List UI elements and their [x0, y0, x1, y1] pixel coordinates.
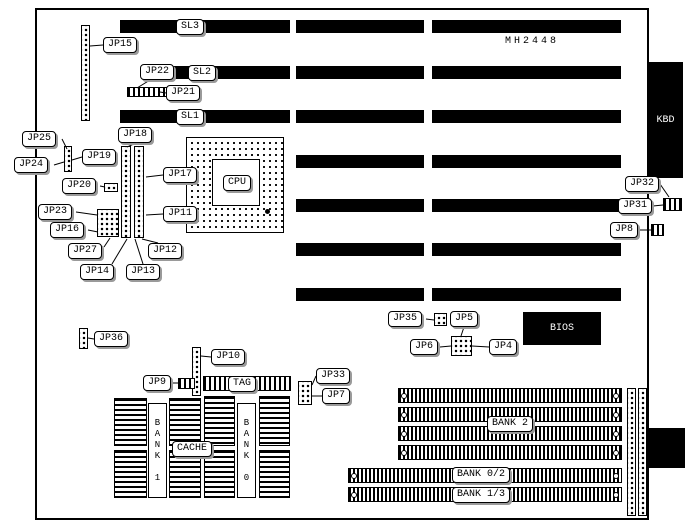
cache-chip	[259, 450, 290, 498]
pin-header-jp21	[127, 87, 170, 97]
expansion-slot	[296, 20, 424, 33]
pin-header-jp10	[192, 347, 201, 396]
simm-socket	[398, 388, 622, 403]
pin-header-jp24-jp25	[64, 146, 72, 172]
tag-ram-label: TAG	[228, 376, 257, 392]
board-model-text: MH2448	[505, 36, 560, 47]
jumper-block-jp20	[104, 183, 118, 192]
jumper-label-jp32: JP32	[625, 176, 660, 192]
jumper-label-jp9: JP9	[143, 375, 172, 391]
cache-chip	[204, 450, 235, 498]
jumper-block-jp8	[651, 224, 664, 236]
expansion-slot	[296, 243, 424, 256]
expansion-slot	[432, 66, 621, 79]
jumper-array-left	[121, 146, 131, 238]
jumper-label-jp4: JP4	[489, 339, 518, 355]
power-connector	[648, 428, 685, 468]
memory-bank13-label: BANK 1/3	[452, 487, 511, 503]
slot-sl3-label: SL3	[176, 19, 205, 35]
jumper-label-jp20: JP20	[62, 178, 97, 194]
jumper-block-jp23-jp16	[97, 209, 119, 237]
cache-chip	[169, 398, 201, 446]
keyboard-connector-label: KBD	[656, 114, 675, 126]
jumper-label-jp17: JP17	[163, 167, 198, 183]
jumper-label-jp7: JP7	[322, 388, 351, 404]
jumper-block-jp9	[178, 378, 195, 389]
simm-socket	[398, 445, 622, 460]
cache-chip	[114, 450, 147, 498]
jumper-label-jp24: JP24	[14, 157, 49, 173]
jumper-label-jp22: JP22	[140, 64, 175, 80]
jumper-label-jp18: JP18	[118, 127, 153, 143]
jumper-block-jp4-jp5-jp6	[451, 336, 472, 356]
jumper-label-jp33: JP33	[316, 368, 351, 384]
bios-chip-label: BIOS	[549, 323, 574, 334]
jumper-label-jp16: JP16	[50, 222, 85, 238]
jumper-block-jp33-jp7	[298, 381, 312, 405]
cpu-pin1-dot	[265, 209, 270, 214]
cache-chip	[169, 450, 201, 498]
jumper-label-jp13: JP13	[126, 264, 161, 280]
expansion-slot	[432, 155, 621, 168]
cache-chip	[114, 398, 147, 446]
jumper-label-jp10: JP10	[211, 349, 246, 365]
jumper-label-jp31: JP31	[618, 198, 653, 214]
slot-sl3-connector	[120, 20, 290, 33]
jumper-label-jp5: JP5	[450, 311, 479, 327]
cache-bank0-chip: BANK 0	[237, 403, 256, 498]
cache-chip	[259, 396, 290, 446]
cache-label: CACHE	[172, 441, 213, 457]
jumper-label-jp6: JP6	[410, 339, 439, 355]
slot-sl2-connector	[146, 66, 290, 79]
jumper-label-jp8: JP8	[610, 222, 639, 238]
expansion-slot	[296, 155, 424, 168]
jumper-label-jp36: JP36	[94, 331, 129, 347]
slot-sl1-connector	[120, 110, 290, 123]
jumper-label-jp15: JP15	[103, 37, 138, 53]
jumper-label-jp35: JP35	[388, 311, 423, 327]
expansion-slot	[432, 20, 621, 33]
cache-chip	[204, 396, 235, 446]
keyboard-connector: KBD	[648, 62, 683, 178]
bios-chip: BIOS	[523, 312, 601, 345]
memory-bank02-label: BANK 0/2	[452, 467, 511, 483]
jumper-label-jp25: JP25	[22, 131, 57, 147]
jumper-label-jp27: JP27	[68, 243, 103, 259]
pin-header-jp15	[81, 25, 90, 121]
jumper-block-jp31	[663, 198, 682, 211]
expansion-slot	[432, 110, 621, 123]
pin-header-right-2	[638, 388, 647, 516]
pin-header-right-1	[627, 388, 636, 516]
expansion-slot	[296, 66, 424, 79]
jumper-label-jp23: JP23	[38, 204, 73, 220]
expansion-slot	[296, 199, 424, 212]
cpu-socket	[186, 137, 284, 233]
expansion-slot	[296, 110, 424, 123]
expansion-slot	[432, 243, 621, 256]
jumper-array-right	[134, 146, 144, 238]
jumper-label-jp11: JP11	[163, 206, 198, 222]
slot-sl2-label: SL2	[188, 65, 217, 81]
jumper-label-jp14: JP14	[80, 264, 115, 280]
jumper-label-jp19: JP19	[82, 149, 117, 165]
pin-header-jp36	[79, 328, 88, 349]
cache-bank1-chip: BANK 1	[148, 403, 167, 498]
slot-sl1-label: SL1	[176, 109, 205, 125]
jumper-block-jp35	[434, 313, 447, 326]
jumper-label-jp12: JP12	[148, 243, 183, 259]
expansion-slot	[296, 288, 424, 301]
expansion-slot	[432, 199, 621, 212]
memory-bank2-label: BANK 2	[487, 416, 534, 432]
cpu-label: CPU	[223, 175, 252, 191]
expansion-slot	[432, 288, 621, 301]
jumper-label-jp21: JP21	[166, 85, 201, 101]
